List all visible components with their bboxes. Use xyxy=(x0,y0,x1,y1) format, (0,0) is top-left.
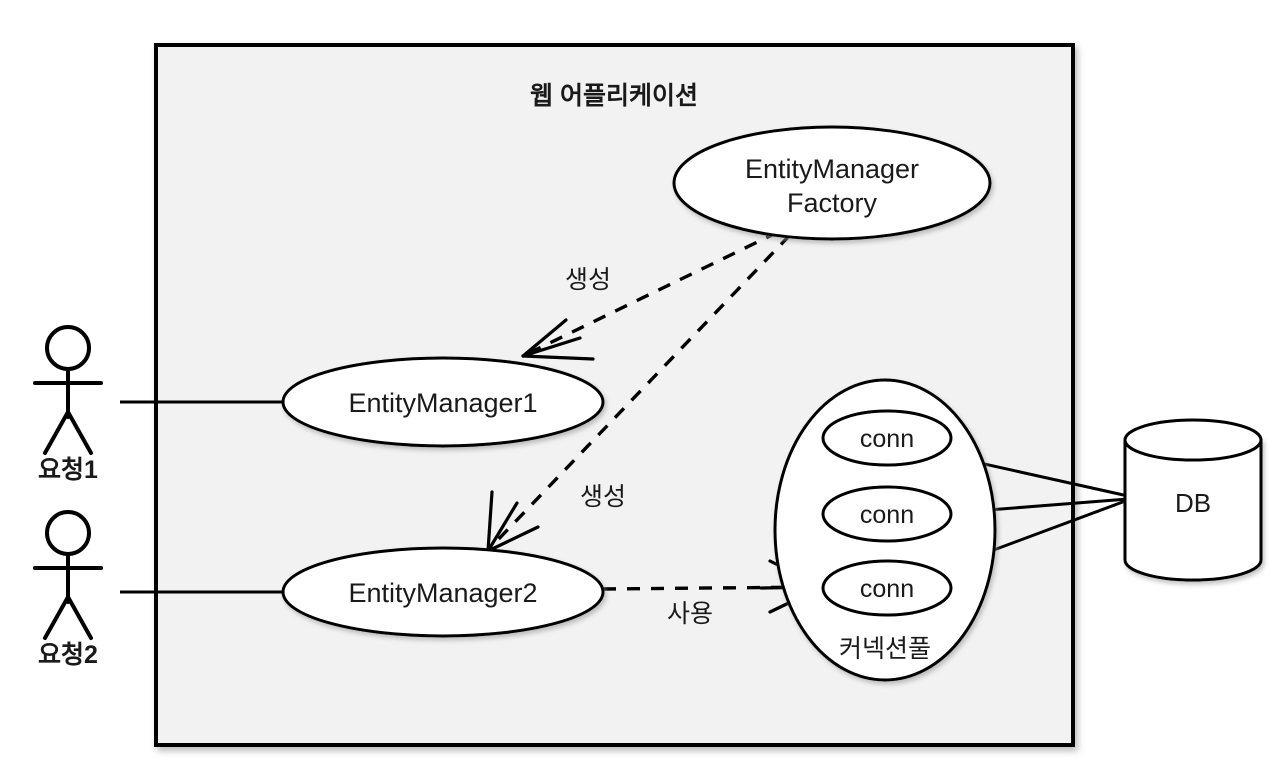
conn1-label: conn xyxy=(860,425,914,453)
actor1-leg-left xyxy=(43,410,70,455)
pool-label: 커넥션풀 xyxy=(839,635,931,663)
actor1-label: 요청1 xyxy=(38,456,98,484)
arrowhead-em2-top xyxy=(486,490,494,553)
conn3-label: conn xyxy=(860,575,914,603)
arrowhead-em1-top xyxy=(521,318,568,358)
conn2-ellipse xyxy=(821,485,953,543)
arrowhead-em1-mid xyxy=(521,336,582,358)
db-cylinder-body xyxy=(1123,438,1263,582)
edge-label-use-conn: 사용 xyxy=(667,600,713,628)
container-title: 웹 어플리케이션 xyxy=(530,82,698,110)
actor2-label: 요청2 xyxy=(38,641,98,669)
em1-ellipse xyxy=(281,356,605,448)
actor2-leg-left xyxy=(43,595,70,640)
node-connection-pool[interactable]: conn conn conn 커넥션풀 xyxy=(773,378,997,682)
actor2-leg-right xyxy=(66,595,93,640)
edge-factory-creates-em1: 생성 xyxy=(521,230,779,361)
node-entity-manager-2[interactable]: EntityManager2 xyxy=(281,546,605,638)
factory-label-line1: EntityManager xyxy=(745,154,919,184)
conn3-ellipse xyxy=(821,559,953,617)
db-cylinder-top xyxy=(1123,418,1263,462)
edge-factory-creates-em2: 생성 xyxy=(486,233,792,553)
node-entity-manager-factory[interactable]: EntityManager Factory xyxy=(672,125,992,241)
actor-request-1[interactable]: 요청1 xyxy=(33,325,103,484)
factory-label-line2: Factory xyxy=(787,188,878,218)
node-conn-2[interactable]: conn xyxy=(821,485,953,543)
actor1-head xyxy=(45,325,91,371)
actor2-head xyxy=(45,510,91,556)
factory-ellipse xyxy=(672,125,992,241)
em1-label: EntityManager1 xyxy=(348,388,537,418)
node-conn-3[interactable]: conn xyxy=(821,559,953,617)
em2-ellipse xyxy=(281,546,605,638)
arrowhead-em2-bot xyxy=(486,525,540,553)
edge-label-create-em1: 생성 xyxy=(565,266,611,294)
db-label: DB xyxy=(1175,488,1211,518)
node-conn-1[interactable]: conn xyxy=(821,409,953,467)
actor-request-2[interactable]: 요청2 xyxy=(33,510,103,669)
edge-label-create-em2: 생성 xyxy=(580,483,626,511)
arrowhead-em2-mid xyxy=(486,501,519,553)
node-database[interactable]: DB xyxy=(1123,418,1263,582)
node-entity-manager-1[interactable]: EntityManager1 xyxy=(281,356,605,448)
arrowhead-em1-bot xyxy=(521,354,595,361)
conn2-label: conn xyxy=(860,501,914,529)
actor1-leg-right xyxy=(66,410,93,455)
em2-label: EntityManager2 xyxy=(348,578,537,608)
conn1-ellipse xyxy=(821,409,953,467)
